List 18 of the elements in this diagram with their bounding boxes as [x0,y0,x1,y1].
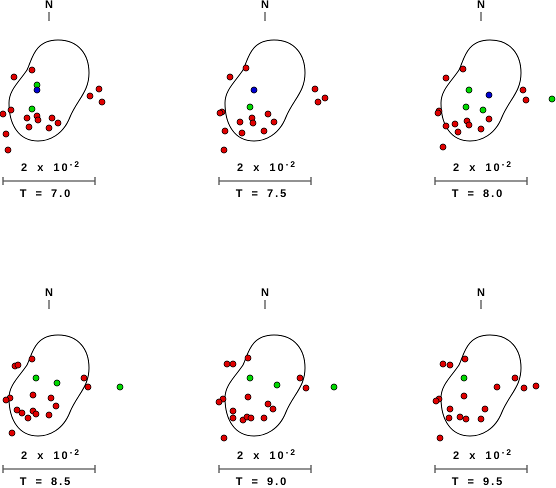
time-label: T = 7.0 [20,189,72,200]
north-label: N [45,0,53,11]
north-label: N [477,0,485,11]
time-label: T = 9.0 [236,477,288,488]
time-label: T = 9.5 [452,477,504,488]
north-label: N [261,288,269,299]
time-label: T = 8.5 [20,477,72,488]
scale-label: 2 x 10$^{-2}$ [453,163,513,174]
time-label: T = 7.5 [236,189,288,200]
scale-label: 2 x 10$^{-2}$ [453,451,513,462]
north-label: N [261,0,269,11]
north-label: N [477,288,485,299]
scale-label: 2 x 10$^{-2}$ [237,163,297,174]
scale-label: 2 x 10$^{-2}$ [21,451,81,462]
scale-label: 2 x 10$^{-2}$ [237,451,297,462]
north-label: N [45,288,53,299]
scale-label: 2 x 10$^{-2}$ [21,163,81,174]
time-label: T = 8.0 [452,189,504,200]
